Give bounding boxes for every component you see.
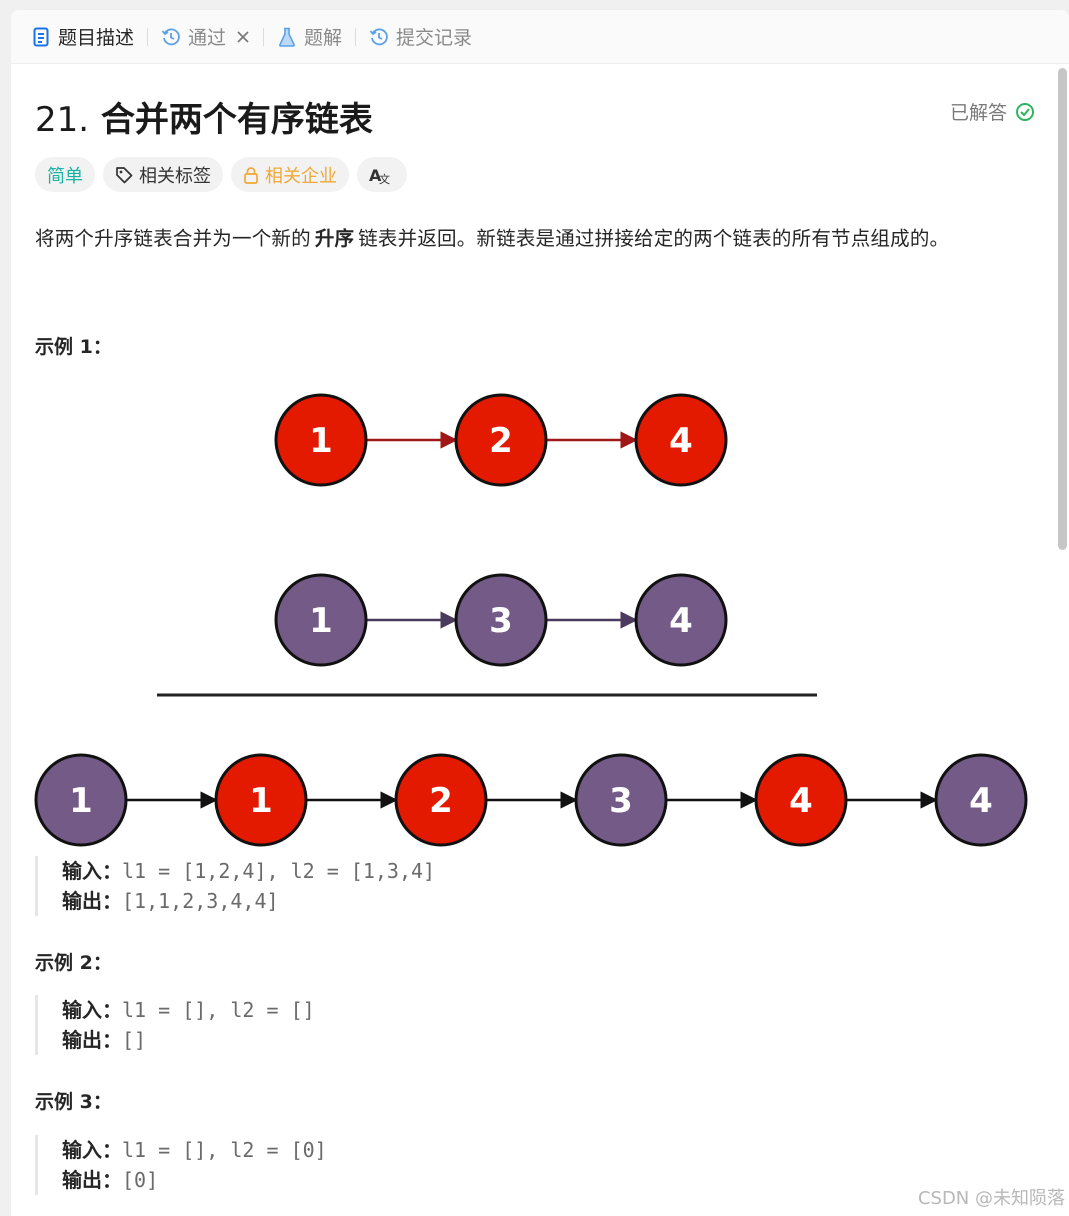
list1-node: 4: [634, 393, 728, 487]
svg-text:A: A: [369, 166, 382, 185]
list-node-value: 4: [669, 601, 693, 641]
list2-node: 4: [634, 573, 728, 667]
related-tags-button[interactable]: 相关标签: [103, 157, 223, 192]
problem-panel: 题目描述 通过 题解 提交记录 21.: [11, 10, 1069, 1216]
related-companies-label: 相关企业: [265, 165, 337, 187]
example-2-block: 输入：l1 = [], l2 = [] 输出：[]: [35, 995, 315, 1055]
list-node-circle: [934, 753, 1028, 847]
input-value: l1 = [1,2,4], l2 = [1,3,4]: [122, 859, 436, 883]
tab-solutions-label: 题解: [304, 27, 343, 49]
translate-icon: A文: [369, 166, 390, 185]
output-value: [1,1,2,3,4,4]: [122, 889, 279, 913]
list-node-value: 4: [969, 781, 993, 821]
history-icon: [161, 27, 181, 47]
related-tags-label: 相关标签: [139, 165, 211, 187]
tag-icon: [116, 166, 133, 183]
list-node-value: 2: [429, 781, 453, 821]
solved-status: 已解答: [950, 98, 1035, 125]
close-icon[interactable]: [236, 30, 250, 44]
tab-divider: [355, 27, 357, 46]
list-node-value: 4: [669, 421, 693, 461]
scrollbar-thumb[interactable]: [1058, 68, 1067, 550]
list-node-value: 2: [489, 421, 513, 461]
output-label: 输出：: [62, 889, 122, 913]
merged-node: 4: [754, 753, 848, 847]
input-value: l1 = [], l2 = [0]: [122, 1138, 327, 1162]
list-node-value: 3: [489, 601, 513, 641]
output-value: [0]: [122, 1168, 159, 1192]
output-label: 输出：: [62, 1168, 122, 1192]
description-bold: 升序: [314, 227, 355, 250]
list-node-circle: [274, 393, 368, 487]
list2-node: 1: [274, 573, 368, 667]
list-node-circle: [34, 753, 128, 847]
list-node-circle: [574, 753, 668, 847]
list-node-circle: [454, 573, 548, 667]
merged-node: 2: [394, 753, 488, 847]
page-title: 21. 合并两个有序链表: [35, 92, 373, 141]
list-node-value: 1: [309, 421, 333, 461]
tab-description[interactable]: 题目描述: [31, 10, 134, 64]
list-node-circle: [634, 393, 728, 487]
check-circle-icon: [1016, 102, 1034, 121]
example-1-block: 输入：l1 = [1,2,4], l2 = [1,3,4] 输出：[1,1,2,…: [35, 856, 435, 916]
list-node-circle: [214, 753, 308, 847]
merged-node: 3: [574, 753, 668, 847]
input-label: 输入：: [62, 998, 122, 1022]
tab-description-label: 题目描述: [58, 27, 135, 49]
merged-node: 1: [34, 753, 128, 847]
list1-node: 1: [274, 393, 368, 487]
svg-text:文: 文: [379, 172, 390, 185]
merged-node: 4: [934, 753, 1028, 847]
list-node-value: 1: [69, 781, 93, 821]
list-node-circle: [274, 573, 368, 667]
input-label: 输入：: [62, 859, 122, 883]
related-companies-button[interactable]: 相关企业: [231, 157, 349, 192]
tab-bar: 题目描述 通过 题解 提交记录: [11, 10, 1069, 64]
example-3-title: 示例 3：: [35, 1091, 112, 1113]
list-node-circle: [634, 573, 728, 667]
solved-label: 已解答: [949, 102, 1007, 124]
merged-node: 1: [214, 753, 308, 847]
list-node-circle: [394, 753, 488, 847]
description-text: 将两个升序链表合并为一个新的: [35, 227, 311, 250]
difficulty-badge[interactable]: 简单: [35, 157, 95, 192]
description-text: 链表并返回。新链表是通过拼接给定的两个链表的所有节点组成的。: [358, 227, 950, 250]
list-node-value: 4: [789, 781, 813, 821]
example-3-block: 输入：l1 = [], l2 = [0] 输出：[0]: [35, 1135, 327, 1195]
difficulty-label: 简单: [47, 165, 83, 187]
tab-accepted[interactable]: 通过: [161, 10, 250, 64]
list-node-circle: [454, 393, 548, 487]
tab-divider: [147, 27, 149, 46]
lock-icon: [244, 166, 258, 184]
tab-submissions[interactable]: 提交记录: [369, 10, 472, 64]
tab-solutions[interactable]: 题解: [277, 10, 342, 64]
tab-divider: [263, 27, 265, 46]
problem-number: 21.: [35, 100, 90, 140]
history-icon: [369, 27, 389, 47]
watermark: CSDN @未知陨落: [917, 1188, 1065, 1209]
input-label: 输入：: [62, 1138, 122, 1162]
merge-diagram: 1 2 4 1 3 4 1 1 2 3 4 4: [34, 393, 1028, 847]
output-label: 输出：: [62, 1028, 122, 1052]
list-node-value: 1: [309, 601, 333, 641]
tab-accepted-label: 通过: [188, 27, 227, 49]
example-2-title: 示例 2：: [35, 952, 112, 974]
problem-description: 将两个升序链表合并为一个新的升序链表并返回。新链表是通过拼接给定的两个链表的所有…: [35, 222, 949, 251]
document-icon: [31, 27, 51, 47]
flask-icon: [277, 27, 297, 47]
tab-submissions-label: 提交记录: [396, 27, 473, 49]
list-node-circle: [754, 753, 848, 847]
list1-node: 2: [454, 393, 548, 487]
list-node-value: 1: [249, 781, 273, 821]
output-value: []: [122, 1028, 147, 1052]
list-node-value: 3: [609, 781, 633, 821]
example-1-title: 示例 1：: [35, 336, 112, 358]
problem-title: 合并两个有序链表: [100, 100, 373, 140]
list2-node: 3: [454, 573, 548, 667]
input-value: l1 = [], l2 = []: [122, 998, 315, 1022]
